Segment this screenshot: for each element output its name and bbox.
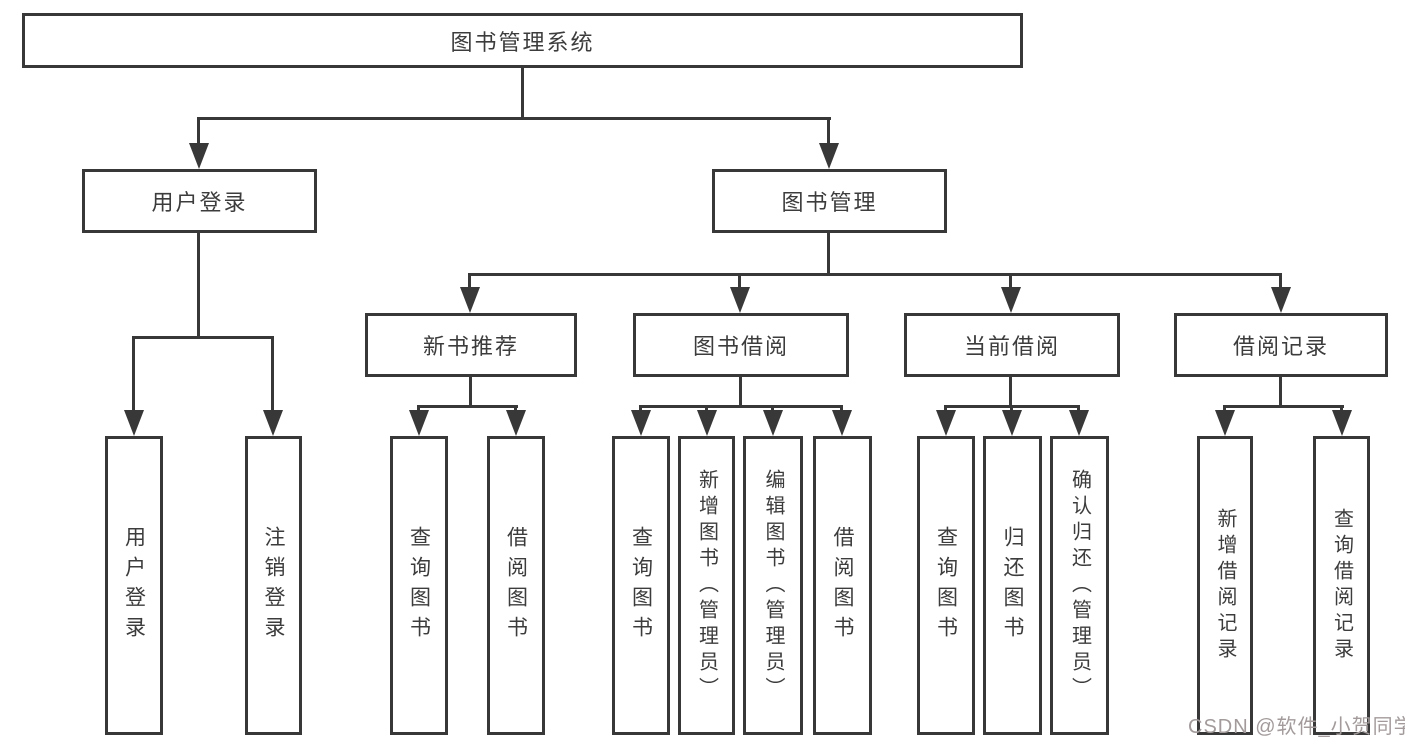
- connector-new-book-rail: [417, 405, 518, 408]
- connector-user-login-rail: [132, 336, 274, 339]
- connector-drop: [514, 405, 517, 414]
- node-label: 图书借阅: [692, 334, 789, 359]
- connector-drop: [1010, 405, 1013, 414]
- connector-drop: [1077, 405, 1080, 414]
- connector-drop-book-management: [827, 117, 830, 147]
- node-user-login: 用户登录: [82, 169, 317, 233]
- connector-drop: [639, 405, 642, 414]
- leaf-return-books: 归还图书: [983, 436, 1042, 735]
- arrow-down-icon: [263, 410, 283, 436]
- arrow-down-icon: [936, 410, 956, 436]
- arrow-down-icon: [506, 410, 526, 436]
- connector-drop: [1223, 405, 1226, 414]
- arrow-down-icon: [409, 410, 429, 436]
- csdn-watermark: CSDN @软件_小贺同学: [1188, 716, 1405, 738]
- connector-current-borrow-stem: [1009, 377, 1012, 408]
- connector-drop-logout: [271, 336, 274, 414]
- arrow-down-icon: [1002, 410, 1022, 436]
- node-label: 查询借阅记录: [1330, 507, 1353, 664]
- node-label: 查询图书: [407, 525, 431, 646]
- arrow-down-icon: [631, 410, 651, 436]
- node-label: 归还图书: [1001, 525, 1024, 646]
- arrow-down-icon: [730, 287, 750, 313]
- leaf-edit-books-admin: 编辑图书（管理员）: [743, 436, 803, 735]
- arrow-down-icon: [832, 410, 852, 436]
- arrow-down-icon: [1215, 410, 1235, 436]
- node-label: 新增图书（管理员）: [695, 468, 718, 703]
- arrow-down-icon: [819, 143, 839, 169]
- connector-drop-borrow-record: [1279, 273, 1282, 291]
- node-label: 新书推荐: [422, 334, 519, 359]
- connector-drop-current-borrow: [1009, 273, 1012, 291]
- connector-borrow-record-rail: [1223, 405, 1344, 408]
- leaf-borrow-books: 借阅图书: [813, 436, 872, 735]
- arrow-down-icon: [763, 410, 783, 436]
- connector-user-login-stem: [197, 233, 200, 336]
- connector-root-rail: [197, 117, 831, 120]
- connector-book-borrow-rail: [639, 405, 843, 408]
- node-book-management: 图书管理: [712, 169, 947, 233]
- node-library-management-system: 图书管理系统: [22, 13, 1023, 68]
- arrow-down-icon: [189, 143, 209, 169]
- node-borrow-record: 借阅记录: [1174, 313, 1388, 377]
- node-current-borrow: 当前借阅: [904, 313, 1120, 377]
- connector-root-stem: [521, 68, 524, 118]
- node-label: 用户登录: [151, 190, 248, 215]
- connector-drop-new-book: [468, 273, 471, 291]
- connector-drop-book-borrow: [738, 273, 741, 291]
- node-new-book-recommend: 新书推荐: [365, 313, 577, 377]
- leaf-borrow-books-recommend: 借阅图书: [487, 436, 545, 735]
- connector-drop: [840, 405, 843, 414]
- arrow-down-icon: [1069, 410, 1089, 436]
- connector-book-mgmt-rail: [468, 273, 1282, 276]
- node-label: 查询图书: [629, 525, 653, 646]
- connector-drop: [417, 405, 420, 414]
- connector-drop: [1340, 405, 1343, 414]
- connector-new-book-stem: [469, 377, 472, 408]
- connector-book-borrow-stem: [739, 377, 742, 408]
- leaf-add-books-admin: 新增图书（管理员）: [678, 436, 735, 735]
- arrow-down-icon: [124, 410, 144, 436]
- arrow-down-icon: [460, 287, 480, 313]
- leaf-user-login: 用户登录: [105, 436, 163, 735]
- node-label: 图书管理: [781, 190, 878, 215]
- leaf-query-borrow-record: 查询借阅记录: [1313, 436, 1370, 735]
- connector-drop: [944, 405, 947, 414]
- leaf-logout: 注销登录: [245, 436, 302, 735]
- node-label: 当前借阅: [963, 334, 1060, 359]
- node-label: 新增借阅记录: [1214, 507, 1236, 664]
- node-label: 注销登录: [262, 525, 285, 646]
- connector-drop-login: [132, 336, 135, 414]
- node-label: 确认归还（管理员）: [1068, 468, 1091, 703]
- connector-drop-user-login: [197, 117, 200, 147]
- connector-drop: [771, 405, 774, 414]
- node-label: 借阅图书: [831, 525, 854, 646]
- node-label: 查询图书: [934, 525, 958, 646]
- node-label: 借阅图书: [504, 525, 528, 646]
- connector-drop: [705, 405, 708, 414]
- node-label: 编辑图书（管理员）: [762, 468, 784, 703]
- connector-book-mgmt-stem: [827, 233, 830, 276]
- node-label: 图书管理系统: [450, 29, 595, 55]
- leaf-query-books-borrow: 查询图书: [612, 436, 670, 735]
- arrow-down-icon: [1271, 287, 1291, 313]
- arrow-down-icon: [1332, 410, 1352, 436]
- leaf-query-books-recommend: 查询图书: [390, 436, 448, 735]
- leaf-query-books-current: 查询图书: [917, 436, 975, 735]
- node-label: 用户登录: [122, 525, 146, 646]
- leaf-add-borrow-record: 新增借阅记录: [1197, 436, 1253, 735]
- node-label: 借阅记录: [1232, 334, 1329, 359]
- leaf-confirm-return-admin: 确认归还（管理员）: [1050, 436, 1109, 735]
- arrow-down-icon: [697, 410, 717, 436]
- node-book-borrow: 图书借阅: [633, 313, 849, 377]
- arrow-down-icon: [1001, 287, 1021, 313]
- connector-borrow-record-stem: [1279, 377, 1282, 408]
